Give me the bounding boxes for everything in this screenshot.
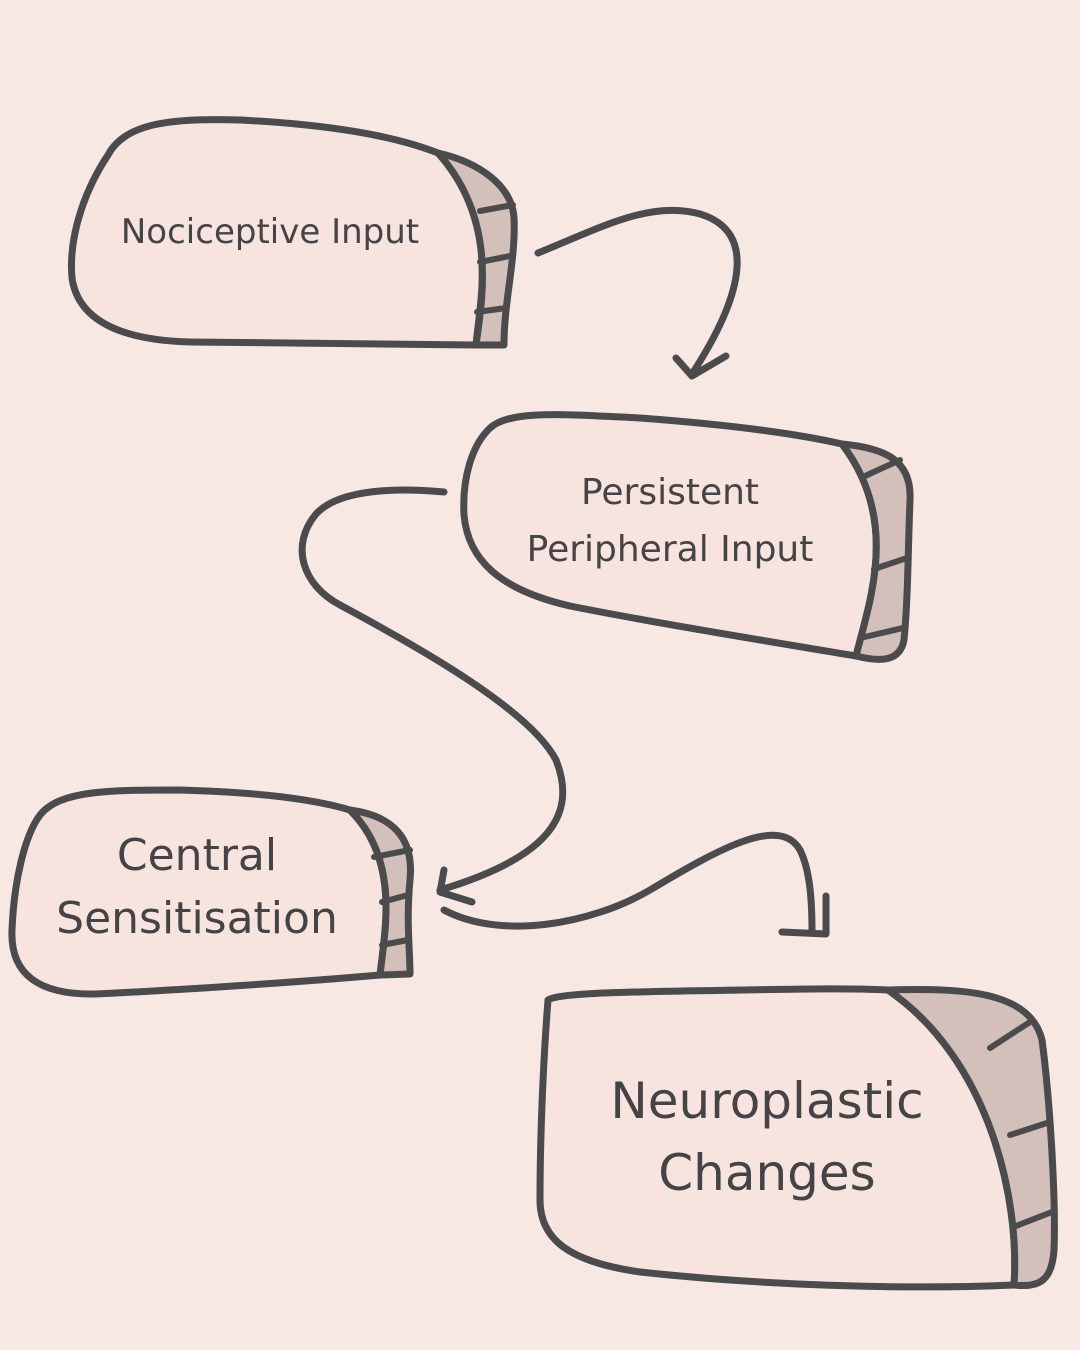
node-box-rib — [477, 202, 516, 214]
node-box-rib — [379, 892, 411, 905]
node-box-rib — [857, 625, 906, 641]
node-box-side — [838, 440, 914, 663]
node-box-rib — [862, 457, 903, 479]
arrow-head — [436, 866, 476, 906]
arrow-line — [298, 486, 567, 894]
node-box-rib — [987, 1019, 1033, 1051]
arrow-nociceptive-to-persistent — [534, 206, 741, 380]
node-box-rib — [1013, 1209, 1055, 1229]
node-nociceptive-input: Nociceptive Input — [67, 116, 518, 349]
node-box-rib — [371, 847, 413, 860]
node-box-rib — [379, 937, 411, 948]
arrow-head — [672, 352, 730, 380]
node-central-sensitisation: Central Sensitisation — [8, 786, 415, 998]
node-label: Neuroplastic — [610, 1072, 923, 1130]
node-label: Peripheral Input — [527, 529, 814, 570]
node-label: Persistent — [581, 472, 759, 513]
node-label: Sensitisation — [56, 893, 338, 944]
arrow-line — [440, 831, 816, 936]
node-box-side — [884, 986, 1058, 1290]
node-label: Nociceptive Input — [121, 212, 419, 252]
node-box-rib — [1007, 1119, 1053, 1138]
node-persistent-peripheral-input: Persistent Peripheral Input — [460, 411, 914, 663]
arrow-line — [534, 206, 741, 378]
node-label: Changes — [658, 1144, 875, 1202]
arrow-persistent-to-central — [298, 486, 567, 906]
arrow-central-to-neuroplastic — [440, 831, 830, 938]
node-neuroplastic-changes: Neuroplastic Changes — [536, 985, 1058, 1291]
node-box-rib — [871, 555, 910, 572]
arrow-head — [778, 892, 830, 938]
node-label: Central — [117, 830, 277, 881]
node-box-rib — [474, 305, 509, 315]
node-box-rib — [477, 253, 513, 265]
